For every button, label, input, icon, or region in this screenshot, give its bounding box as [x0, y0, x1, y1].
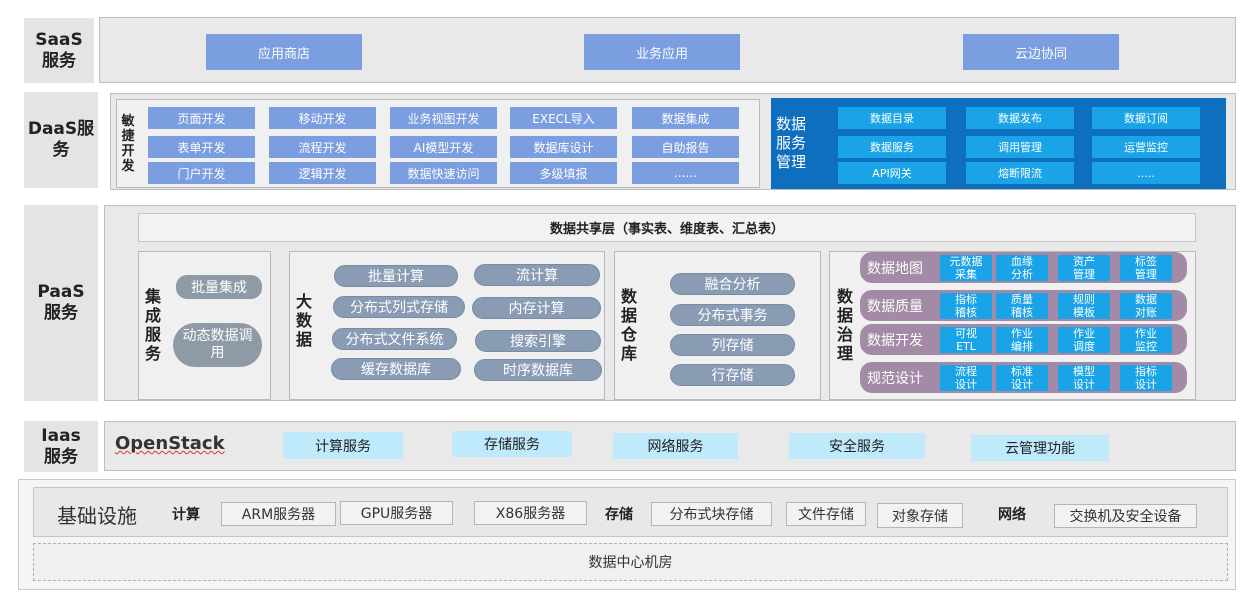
- bigdata-item[interactable]: 分布式文件系统: [332, 328, 457, 350]
- governance-item[interactable]: 数据 对账: [1120, 293, 1172, 319]
- agile-dev-item[interactable]: 业务视图开发: [390, 107, 497, 129]
- bigdata-item[interactable]: 批量计算: [334, 265, 458, 287]
- infra-title: 基础设施: [57, 504, 137, 528]
- agile-dev-item[interactable]: EXECL导入: [510, 107, 617, 129]
- governance-item[interactable]: 规则 模板: [1058, 293, 1110, 319]
- storage-label: 存储: [605, 507, 633, 523]
- governance-label: 数 据 治 理: [836, 287, 853, 363]
- governance-item[interactable]: 流程 设计: [940, 365, 992, 391]
- data-service-mgmt-item[interactable]: API网关: [838, 162, 946, 184]
- bigdata-item[interactable]: 分布式列式存储: [333, 296, 465, 318]
- data-service-mgmt-item[interactable]: .....: [1092, 162, 1200, 184]
- gpu-server[interactable]: GPU服务器: [340, 501, 453, 525]
- governance-item[interactable]: 可视 ETL: [940, 327, 992, 353]
- bigdata-item[interactable]: 时序数据库: [474, 359, 602, 381]
- paas-label: PaaS 服务: [24, 205, 98, 401]
- agile-dev-item[interactable]: ......: [632, 162, 739, 184]
- switch-security-devices[interactable]: 交换机及安全设备: [1054, 504, 1197, 528]
- data-service-mgmt-item[interactable]: 数据目录: [838, 107, 946, 129]
- arm-server[interactable]: ARM服务器: [221, 502, 336, 526]
- iaas-security[interactable]: 安全服务: [789, 433, 925, 459]
- iaas-storage[interactable]: 存储服务: [452, 431, 572, 457]
- governance-item[interactable]: 指标 设计: [1120, 365, 1172, 391]
- governance-item[interactable]: 标准 设计: [996, 365, 1048, 391]
- data-service-mgmt-item[interactable]: 运营监控: [1092, 136, 1200, 158]
- bigdata-label: 大 数 据: [295, 291, 312, 349]
- block-storage[interactable]: 分布式块存储: [651, 502, 772, 526]
- data-service-mgmt-item[interactable]: 数据订阅: [1092, 107, 1200, 129]
- bigdata-item[interactable]: 缓存数据库: [331, 358, 461, 380]
- governance-item[interactable]: 作业 监控: [1120, 327, 1172, 353]
- agile-dev-item[interactable]: 移动开发: [269, 107, 376, 129]
- warehouse-item[interactable]: 融合分析: [670, 273, 795, 295]
- saas-app-store[interactable]: 应用商店: [206, 34, 362, 70]
- saas-label: SaaS 服务: [24, 18, 94, 83]
- agile-dev-item[interactable]: 数据快速访问: [390, 162, 497, 184]
- saas-business-apps[interactable]: 业务应用: [584, 34, 740, 70]
- iaas-network[interactable]: 网络服务: [613, 433, 738, 459]
- governance-item[interactable]: 作业 调度: [1058, 327, 1110, 353]
- compute-label: 计算: [172, 507, 200, 523]
- bigdata-item[interactable]: 搜索引擎: [475, 330, 601, 352]
- file-storage[interactable]: 文件存储: [786, 502, 866, 526]
- governance-item[interactable]: 质量 稽核: [996, 293, 1048, 319]
- governance-item[interactable]: 血缘 分析: [996, 255, 1048, 281]
- governance-row-label[interactable]: 数据开发: [867, 332, 923, 349]
- x86-server[interactable]: X86服务器: [474, 501, 587, 525]
- network-label: 网络: [998, 507, 1026, 523]
- iaas-compute[interactable]: 计算服务: [283, 432, 403, 459]
- warehouse-item[interactable]: 分布式事务: [670, 304, 795, 326]
- bigdata-item[interactable]: 内存计算: [472, 297, 601, 319]
- agile-dev-item[interactable]: 流程开发: [269, 136, 376, 158]
- data-service-mgmt-item[interactable]: 调用管理: [966, 136, 1074, 158]
- agile-dev-item[interactable]: 门户开发: [148, 162, 255, 184]
- data-service-mgmt-label: 数据 服务 管理: [776, 115, 807, 171]
- warehouse-item[interactable]: 列存储: [670, 334, 795, 356]
- data-service-mgmt-item[interactable]: 数据服务: [838, 136, 946, 158]
- governance-row-label[interactable]: 数据质量: [867, 298, 923, 315]
- daas-label: DaaS服 务: [24, 92, 98, 188]
- shared-data-layer[interactable]: 数据共享层（事实表、维度表、汇总表）: [138, 213, 1196, 242]
- saas-cloud-edge[interactable]: 云边协同: [963, 34, 1119, 70]
- integration-label: 集 成 服 务: [144, 287, 161, 363]
- governance-row-label[interactable]: 数据地图: [867, 260, 923, 277]
- agile-dev-item[interactable]: AI模型开发: [390, 136, 497, 158]
- agile-dev-item[interactable]: 自助报告: [632, 136, 739, 158]
- governance-item[interactable]: 作业 编排: [996, 327, 1048, 353]
- governance-row-label[interactable]: 规范设计: [867, 370, 923, 387]
- warehouse-label: 数 据 仓 库: [620, 287, 637, 363]
- batch-integration[interactable]: 批量集成: [176, 275, 262, 299]
- iaas-label: Iaas 服务: [24, 421, 98, 472]
- iaas-cloud-mgmt[interactable]: 云管理功能: [971, 435, 1109, 461]
- object-storage[interactable]: 对象存储: [877, 503, 963, 528]
- agile-dev-item[interactable]: 多级填报: [510, 162, 617, 184]
- governance-item[interactable]: 标签 管理: [1120, 255, 1172, 281]
- data-service-mgmt-item[interactable]: 数据发布: [966, 107, 1074, 129]
- governance-item[interactable]: 模型 设计: [1058, 365, 1110, 391]
- agile-dev-item[interactable]: 逻辑开发: [269, 162, 376, 184]
- agile-dev-item[interactable]: 数据库设计: [510, 136, 617, 158]
- agile-dev-item[interactable]: 页面开发: [148, 107, 255, 129]
- openstack-label: OpenStack: [115, 433, 225, 454]
- datacenter-room[interactable]: 数据中心机房: [33, 543, 1228, 581]
- warehouse-item[interactable]: 行存储: [670, 364, 795, 386]
- dynamic-data-call[interactable]: 动态数据调 用: [173, 323, 262, 367]
- bigdata-item[interactable]: 流计算: [474, 264, 600, 286]
- agile-dev-label: 敏 捷 开 发: [121, 113, 135, 174]
- governance-item[interactable]: 元数据 采集: [940, 255, 992, 281]
- governance-item[interactable]: 指标 稽核: [940, 293, 992, 319]
- data-service-mgmt-item[interactable]: 熔断限流: [966, 162, 1074, 184]
- agile-dev-item[interactable]: 数据集成: [632, 107, 739, 129]
- governance-item[interactable]: 资产 管理: [1058, 255, 1110, 281]
- agile-dev-item[interactable]: 表单开发: [148, 136, 255, 158]
